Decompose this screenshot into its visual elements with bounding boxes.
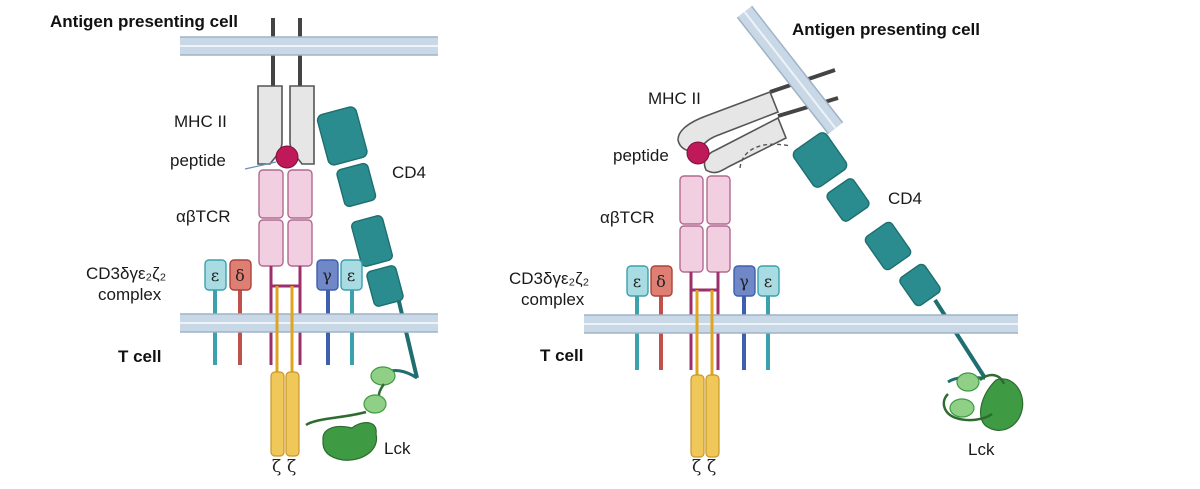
left-cd3-delta	[229, 259, 252, 291]
right-peptide	[686, 141, 710, 165]
left-cd3-label-line2: complex	[98, 285, 162, 304]
left-chain-label: γ	[322, 266, 332, 285]
left-cd4	[316, 106, 419, 379]
left-apc-label: Antigen presenting cell	[50, 12, 238, 31]
left-panel: ε δ γ ε Antigen presenting cell MHC II p…	[50, 12, 438, 477]
right-apc-membrane	[736, 5, 844, 135]
left-apc-membrane	[180, 36, 438, 56]
right-cd3-epsilon-2	[757, 265, 780, 297]
right-panel: ε δ γ ε Antigen presenting cell MHC II p…	[509, 5, 1024, 477]
right-apc-label: Antigen presenting cell	[792, 20, 980, 39]
left-peptide-label: peptide	[170, 151, 226, 170]
left-zeta-chains	[270, 286, 300, 457]
left-tcell-label: T cell	[118, 347, 161, 366]
left-mhc-ii	[257, 85, 315, 165]
right-chain-label: ε	[764, 272, 772, 291]
right-cd4-label: CD4	[888, 189, 922, 208]
right-zeta-label: ζ	[692, 457, 701, 477]
left-chain-label: ε	[347, 266, 355, 285]
left-zeta-label: ζ	[272, 457, 281, 477]
left-lck	[305, 366, 418, 461]
right-tcr	[679, 175, 731, 370]
right-cd3-label-line1: CD3δγε₂ζ₂	[509, 269, 589, 288]
left-cd3-label-line1: CD3δγε₂ζ₂	[86, 264, 166, 283]
right-chain-label: δ	[656, 272, 666, 291]
left-cd3-epsilon-1	[204, 259, 227, 291]
left-peptide-pointer	[244, 161, 277, 170]
right-chain-label: γ	[739, 272, 749, 291]
right-mhc-label: MHC II	[648, 89, 701, 108]
right-peptide-label: peptide	[613, 146, 669, 165]
right-chain-label: ε	[633, 272, 641, 291]
left-tcell-membrane	[180, 313, 438, 333]
left-cd3-boxes	[204, 259, 363, 291]
right-tcell-label: T cell	[540, 346, 583, 365]
left-tcr-label: αβTCR	[176, 207, 231, 226]
left-cd4-label: CD4	[392, 163, 426, 182]
right-lck	[942, 372, 1024, 431]
left-tcr	[258, 169, 313, 365]
right-cd3-boxes	[626, 265, 780, 297]
right-tcr-label: αβTCR	[600, 208, 655, 227]
right-cd4	[792, 132, 987, 380]
left-peptide	[275, 145, 299, 169]
right-lck-label: Lck	[968, 440, 995, 459]
left-lck-label: Lck	[384, 439, 411, 458]
right-cd3-label-line2: complex	[521, 290, 585, 309]
right-zeta-chains	[690, 290, 720, 458]
right-cd3-epsilon-1	[626, 265, 649, 297]
left-cd3-gamma	[316, 259, 339, 291]
right-cd3-gamma	[733, 265, 756, 297]
left-cd3-epsilon-2	[340, 259, 363, 291]
left-chain-label: δ	[235, 266, 245, 285]
left-zeta-label: ζ	[287, 457, 296, 477]
right-tcell-membrane	[584, 314, 1018, 334]
right-cd3-delta	[650, 265, 673, 297]
right-zeta-label: ζ	[707, 457, 716, 477]
left-chain-label: ε	[211, 266, 219, 285]
left-mhc-label: MHC II	[174, 112, 227, 131]
